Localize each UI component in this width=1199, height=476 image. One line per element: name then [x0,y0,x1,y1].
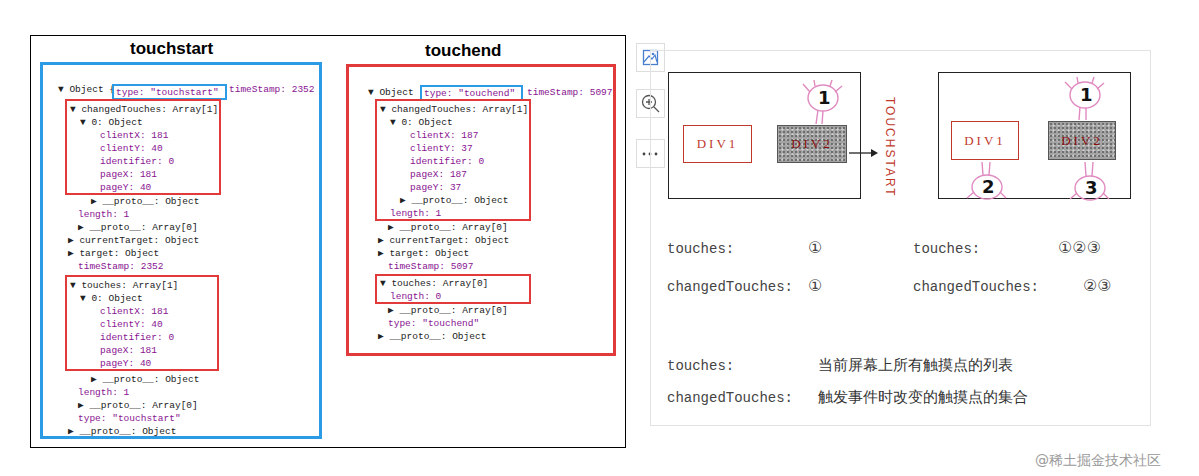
code-line: ▶ __proto__: Array[0] [78,400,198,412]
touch-ids: ① [808,276,822,296]
row-label: changedTouches: [667,389,793,407]
code-line: length: 1 [390,208,441,220]
property-group: ▼ changedTouches: Array[1]▼ 0: Objectcli… [65,99,221,195]
div-box: DIV1 [683,125,752,163]
property-group: ▼ changedTouches: Array[1]▼ 0: Objectcli… [375,99,531,221]
code-line: clientX: 181 [100,130,168,142]
code-line: clientX: 187 [410,130,478,142]
div-box: DIV2 [1048,121,1116,160]
callout-number: 1 [818,87,831,109]
code-line: ▶ currentTarget: Object [68,235,199,247]
code-line: pageY: 40 [100,358,151,370]
code-line: clientX: 181 [100,306,168,318]
definition: 当前屏幕上所有触摸点的列表 [818,355,1013,375]
code-line: ▶ currentTarget: Object [378,235,509,247]
object-panel: touchend▼ ObjecttimeStamp: 5097▶ __proto… [346,64,616,356]
code-line: pageY: 37 [410,182,461,194]
type-highlight: type: "touchstart" [112,84,227,100]
row-label: touches: [667,240,734,258]
code-line: timeStamp: 2352 [78,261,164,273]
object-panel: touchstart▼ Object {timeStamp: 2352▶ __p… [40,62,322,439]
row-label: changedTouches: [913,278,1039,296]
callout-number: 1 [1080,84,1093,106]
code-line: pageX: 181 [100,169,157,181]
code-line: ▼ changedTouches: Array[1] [70,104,218,116]
code-line: ▶ target: Object [68,248,159,260]
code-line: ▶ __proto__: Array[0] [78,222,198,234]
code-line: length: 1 [78,209,129,221]
code-line: length: 0 [390,291,441,303]
div-label: DIV2 [1061,133,1103,149]
hand-drawing [803,77,1109,200]
code-line: ▼ changedTouches: Array[1] [380,104,528,116]
panel-title: touchend [425,41,502,61]
property-group: ▼ touches: Array[1]▼ 0: ObjectclientX: 1… [65,275,219,371]
code-line: timeStamp: 5097 [388,261,474,273]
code-line: pageY: 40 [100,182,151,194]
code-line: ▶ __proto__: Object [91,374,199,386]
arrow [849,149,878,157]
code-line: type: "touchstart" [78,413,181,425]
code-line: ▼ touches: Array[0] [380,278,488,290]
code-line: length: 1 [78,387,129,399]
div-box: DIV2 [777,125,847,163]
panel-title: touchstart [130,39,213,59]
code-line: timeStamp: 2352 [229,84,315,96]
code-line: ▶ __proto__: Object [68,426,176,438]
row-label: touches: [667,357,734,375]
row-label: touches: [913,240,980,258]
touch-ids: ① [808,238,822,258]
code-line: clientY: 40 [100,143,163,155]
callout-number: 2 [982,176,995,198]
code-line: identifier: 0 [100,332,174,344]
property-group: ▼ touches: Array[0]length: 0 [375,274,531,304]
screenshot-frame [31,36,626,448]
code-line: timeStamp: 5097 [527,87,613,99]
code-line: ▼ touches: Array[1] [70,280,178,292]
div-label: DIV1 [964,133,1006,149]
code-line: type: "touchstart" [116,87,219,99]
code-line: ▶ __proto__: Object [378,331,486,343]
code-line: ▶ __proto__: Array[0] [388,305,508,317]
code-line: ▼ Object [368,87,414,99]
code-line: pageX: 187 [410,169,467,181]
div-label: DIV1 [697,136,739,152]
code-line: ▼ 0: Object [80,293,143,305]
definition: 触发事件时改变的触摸点的集合 [818,387,1028,407]
code-line: ▼ 0: Object [390,117,453,129]
div-label: DIV2 [791,136,833,152]
code-line: identifier: 0 [410,156,484,168]
code-line: pageX: 181 [100,345,157,357]
code-line: ▶ __proto__: Object [91,196,199,208]
watermark: @稀土掘金技术社区 [1035,451,1161,469]
code-line: clientY: 37 [410,143,473,155]
event-name: TOUCHSTART [883,97,897,198]
code-line: identifier: 0 [100,156,174,168]
callout-number: 3 [1085,177,1098,199]
div-box: DIV1 [951,121,1019,160]
touch-ids: ②③ [1083,276,1112,296]
code-line: ▼ 0: Object [80,117,143,129]
code-line: clientY: 40 [100,319,163,331]
code-line: type: "touchend" [388,318,479,330]
code-line: ▶ __proto__: Object [400,195,508,207]
screen-rect [669,73,861,199]
code-line: ▼ Object { [58,84,115,96]
touch-ids: ①②③ [1058,238,1101,258]
figure-frame [651,51,1151,426]
row-label: changedTouches: [667,278,793,296]
code-line: ▶ target: Object [378,248,469,260]
code-line: ▶ __proto__: Array[0] [388,222,508,234]
